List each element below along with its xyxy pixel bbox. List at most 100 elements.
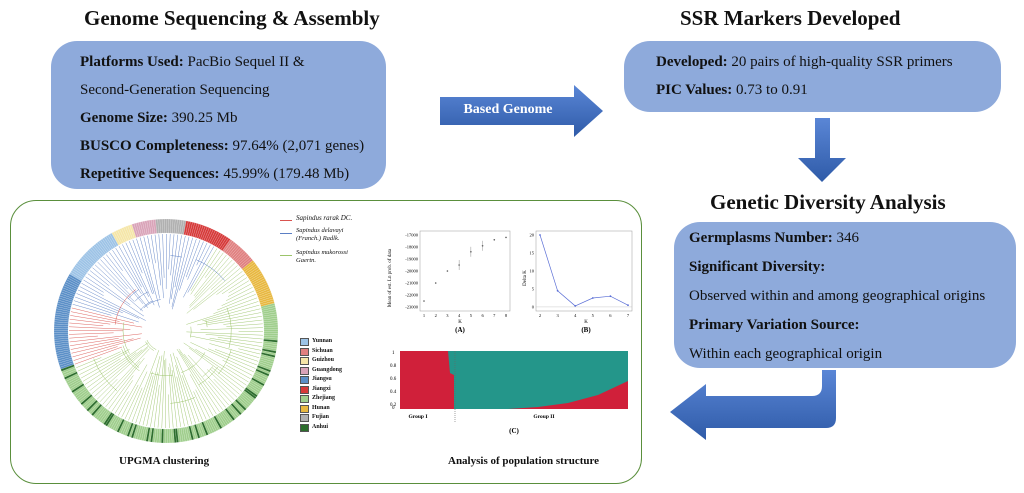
province-swatch xyxy=(300,404,309,413)
tree-branch xyxy=(73,346,118,361)
tree-arc xyxy=(122,345,140,368)
tree-branch xyxy=(139,375,154,425)
tree-branch xyxy=(147,235,160,299)
data-point xyxy=(446,270,449,272)
tree-arc xyxy=(134,291,149,302)
assembly-box: Platforms Used: PacBio Sequel II & Secon… xyxy=(51,41,386,189)
structure-group2-red xyxy=(508,381,628,409)
y-tick-label: 5 xyxy=(532,287,535,292)
species-name: Sapindus mukorossi Gaertn. xyxy=(296,249,348,264)
genome-size-value: 390.25 Mb xyxy=(171,110,238,126)
down-arrow xyxy=(798,118,846,182)
tree-branch xyxy=(72,304,112,316)
data-point xyxy=(574,305,577,307)
tree-branch xyxy=(205,334,263,340)
tree-branch xyxy=(176,376,189,426)
tree-branch xyxy=(85,276,145,317)
diversity-box: Germplasms Number: 346 Significant Diver… xyxy=(674,222,1016,368)
tree-arc xyxy=(122,322,130,354)
bent-arrow xyxy=(670,370,836,440)
repeat-label: Repetitive Sequences: xyxy=(80,166,220,182)
tree-branch xyxy=(168,367,174,428)
tree-branch xyxy=(69,326,131,330)
repeat-line: Repetitive Sequences: 45.99% (179.48 Mb) xyxy=(80,160,386,188)
svg-text:0.2: 0.2 xyxy=(390,403,397,408)
tree-branch xyxy=(228,280,250,294)
tree-branch xyxy=(146,372,158,427)
platforms-value-2: Second-Generation Sequencing xyxy=(80,82,270,98)
tree-branch xyxy=(172,237,193,310)
tree-branch xyxy=(226,287,253,301)
tree-branch xyxy=(210,368,240,395)
tree-branch xyxy=(94,264,135,302)
x-tick-label: 2 xyxy=(539,313,541,318)
tree-branch xyxy=(172,352,196,424)
species-legend-item: Sapindus delavayi (Franch.) Radlk. xyxy=(280,227,380,249)
province-name: Sichuan xyxy=(312,347,333,354)
province-swatch xyxy=(300,376,309,384)
ssr-title: SSR Markers Developed xyxy=(680,6,901,30)
tree-branch xyxy=(190,335,262,351)
province-swatch xyxy=(300,357,309,365)
developed-line: Developed: 20 pairs of high-quality SSR … xyxy=(656,48,1001,76)
tree-arc xyxy=(181,352,206,373)
tree-branch xyxy=(105,358,145,408)
pic-value: 0.73 to 0.91 xyxy=(736,82,808,98)
province-name: Guangdong xyxy=(312,366,343,373)
tree-branch xyxy=(132,239,153,295)
tree-branch xyxy=(99,348,150,403)
plot-c-axis: 10.80.6 0.40.20 xyxy=(390,351,397,411)
tree-branch xyxy=(202,304,260,322)
tree-ring-segment xyxy=(60,364,75,372)
tree-branch xyxy=(209,343,260,358)
developed-label: Developed: xyxy=(656,54,728,70)
tree-arc xyxy=(218,349,232,375)
structure-caption: Analysis of population structure xyxy=(448,455,600,467)
tree-branch xyxy=(81,283,104,296)
data-point xyxy=(493,239,496,241)
tree-branch xyxy=(179,351,220,413)
tree-arc xyxy=(170,255,183,258)
plot-a-xlabel: K xyxy=(458,320,462,325)
province-swatch xyxy=(300,395,309,403)
tree-branch xyxy=(204,308,261,323)
tree-branch xyxy=(150,355,163,427)
tree-arc xyxy=(226,307,232,349)
tree-branch xyxy=(97,261,131,296)
tree-branch xyxy=(70,339,123,350)
germ-line: Germplasms Number: 346 xyxy=(689,224,1016,253)
group1-label: Group I xyxy=(408,414,427,420)
tree-branch xyxy=(112,249,142,295)
data-point xyxy=(423,300,425,302)
tree-branch xyxy=(114,391,129,414)
data-point xyxy=(627,304,629,307)
plot-c-caption: (C) xyxy=(509,427,519,435)
tree-branch xyxy=(227,283,251,297)
tree-branch xyxy=(217,294,256,311)
tree-branch xyxy=(195,389,210,418)
tree-branch xyxy=(91,346,149,394)
tree-arc xyxy=(195,259,226,281)
tree-ring-segment xyxy=(263,327,279,330)
y-tick-label: 20 xyxy=(530,233,535,238)
tree-branch xyxy=(216,274,245,295)
tree-branch xyxy=(108,375,134,410)
data-point xyxy=(539,234,541,236)
upgma-caption: UPGMA clustering xyxy=(119,455,210,467)
province-swatch xyxy=(300,414,309,422)
tree-ring-segment xyxy=(167,428,170,444)
y-tick-label: -23000 xyxy=(405,305,418,310)
tree-branch xyxy=(167,394,170,428)
tree-branch xyxy=(179,238,197,291)
y-tick-label: -21000 xyxy=(405,281,418,286)
tree-ring-segment xyxy=(164,218,167,234)
y-tick-label: 0 xyxy=(532,305,535,310)
svg-text:0: 0 xyxy=(392,406,395,411)
species-line xyxy=(280,220,292,221)
province-name: Zhejiang xyxy=(312,395,336,401)
tree-branch xyxy=(187,241,204,280)
tree-arc xyxy=(145,341,154,351)
x-tick-label: 8 xyxy=(505,313,508,318)
tree-branch xyxy=(129,241,143,274)
tree-branch xyxy=(74,346,122,365)
